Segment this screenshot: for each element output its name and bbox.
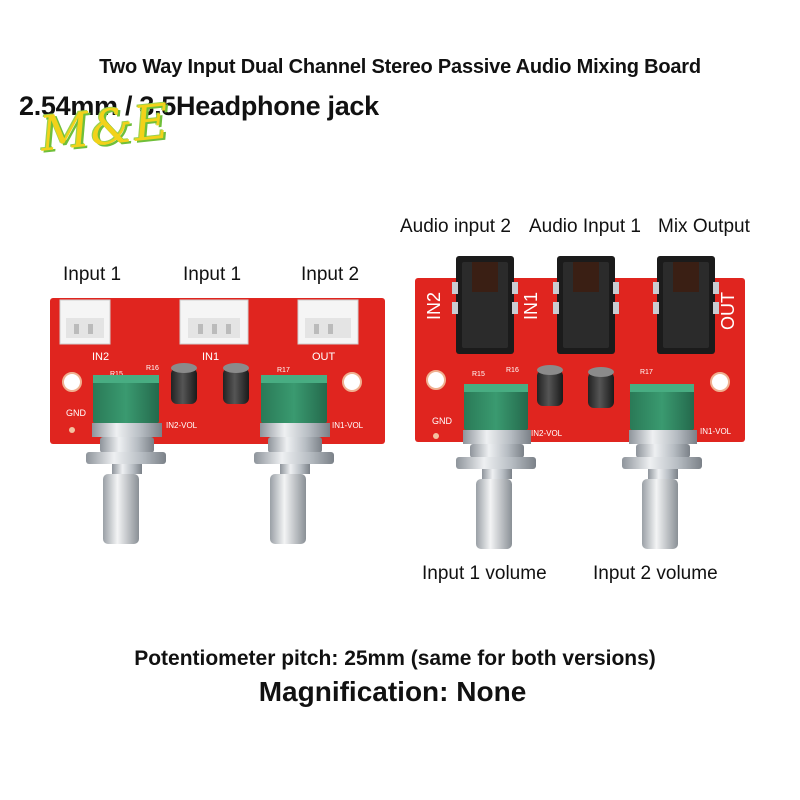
left-connector-in1 — [179, 299, 249, 345]
left-capacitor-1 — [171, 363, 197, 404]
right-callout-audio-input-2: Audio input 2 — [400, 216, 511, 237]
left-gnd-pad — [69, 427, 75, 433]
right-silk-in2: IN2 — [424, 292, 444, 320]
right-pot-input1-volume — [456, 384, 536, 549]
right-mount-hole-right — [710, 372, 730, 392]
right-silk-r17: R17 — [640, 369, 653, 376]
right-gnd-pad — [433, 433, 439, 439]
right-jack-audio-input-1 — [553, 256, 619, 354]
left-silk-in1-vol: IN1-VOL — [332, 421, 364, 430]
left-silk-r17: R17 — [277, 367, 290, 374]
left-callout-input2: Input 2 — [301, 264, 360, 285]
right-callout-audio-input-1: Audio Input 1 — [529, 216, 641, 237]
left-callout-input1-b: Input 1 — [183, 264, 242, 285]
right-jack-mix-output — [653, 256, 719, 354]
right-silk-out: OUT — [718, 292, 738, 330]
left-connector-out — [297, 299, 359, 345]
left-silk-r16: R16 — [146, 365, 159, 372]
product-subtitle: 2.54mm / 3.5Headphone jack — [19, 91, 379, 121]
left-silk-in2-vol: IN2-VOL — [166, 421, 198, 430]
left-pot-in1 — [254, 375, 334, 544]
right-callout-input2-volume: Input 2 volume — [593, 563, 718, 584]
left-mount-hole-left — [62, 372, 82, 392]
right-silk-r15: R15 — [472, 371, 485, 378]
right-jack-audio-input-2 — [452, 256, 518, 354]
left-silk-in2: IN2 — [92, 351, 109, 363]
right-silk-in1-vol: IN1-VOL — [700, 427, 732, 436]
right-callout-input1-volume: Input 1 volume — [422, 563, 547, 584]
magnification-note: Magnification: None — [258, 676, 527, 707]
left-mount-hole-right — [342, 372, 362, 392]
right-capacitor-1 — [537, 365, 563, 406]
right-callout-mix-output: Mix Output — [658, 216, 750, 237]
right-silk-in2-vol: IN2-VOL — [531, 429, 563, 438]
right-silk-gnd: GND — [432, 416, 453, 426]
right-pot-input2-volume — [622, 384, 702, 549]
right-mount-hole-left — [426, 370, 446, 390]
left-silk-r15: R15 — [110, 371, 123, 378]
left-capacitor-2 — [223, 363, 249, 404]
left-pot-in2 — [86, 375, 166, 544]
right-capacitor-2 — [588, 367, 614, 408]
left-silk-gnd: GND — [66, 408, 87, 418]
right-silk-r16: R16 — [506, 367, 519, 374]
left-silk-in1: IN1 — [202, 351, 219, 363]
left-callout-input1-a: Input 1 — [63, 264, 122, 285]
product-title: Two Way Input Dual Channel Stereo Passiv… — [99, 56, 701, 78]
left-silk-out: OUT — [312, 351, 336, 363]
pot-pitch-note: Potentiometer pitch: 25mm (same for both… — [134, 647, 656, 670]
left-connector-in2 — [59, 299, 111, 345]
right-silk-in1: IN1 — [521, 292, 541, 320]
